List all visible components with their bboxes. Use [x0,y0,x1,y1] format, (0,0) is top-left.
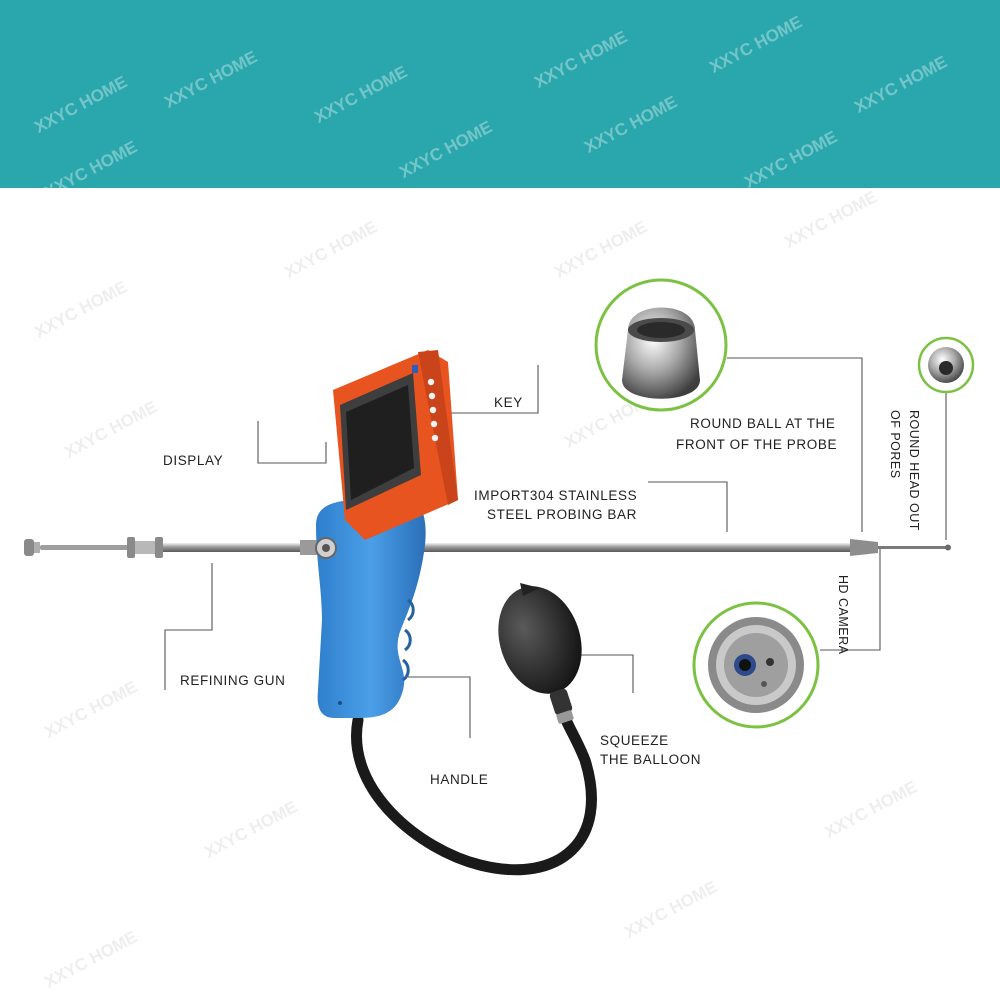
hd-camera-callout [692,601,820,729]
round-head-label-line2: OF PORES [888,410,902,479]
round-head-label-line1: ROUND HEAD OUT [907,410,921,531]
handle-label: HANDLE [430,772,489,787]
display-label: DISPLAY [163,453,224,468]
round-ball-label-line2: FRONT OF THE PROBE [676,437,838,452]
refining-gun-label: REFINING GUN [180,673,286,688]
round-ball-label-line1: ROUND BALL AT THE [690,416,836,431]
squeeze-balloon [498,583,582,724]
round-head-callout [917,336,975,394]
probing-bar [24,537,951,558]
squeeze-balloon-label-line2: THE BALLOON [600,752,702,767]
hd-camera-label: HD CAMERA [836,575,850,655]
display-unit [333,350,458,540]
steel-bar-label-line2: STEEL PROBING BAR [487,507,637,522]
steel-bar-label-line1: IMPORT304 STAINLESS [474,488,638,503]
handle-body [315,500,426,718]
squeeze-balloon-label-line1: SQUEEZE [600,733,669,748]
key-label: KEY [494,395,523,410]
header-banner: XXYC HOME XXYC HOME XXYC HOME XXYC HOME … [0,0,1000,188]
leader-lines [164,357,947,738]
round-ball-callout [594,278,728,412]
air-hose [351,709,597,876]
